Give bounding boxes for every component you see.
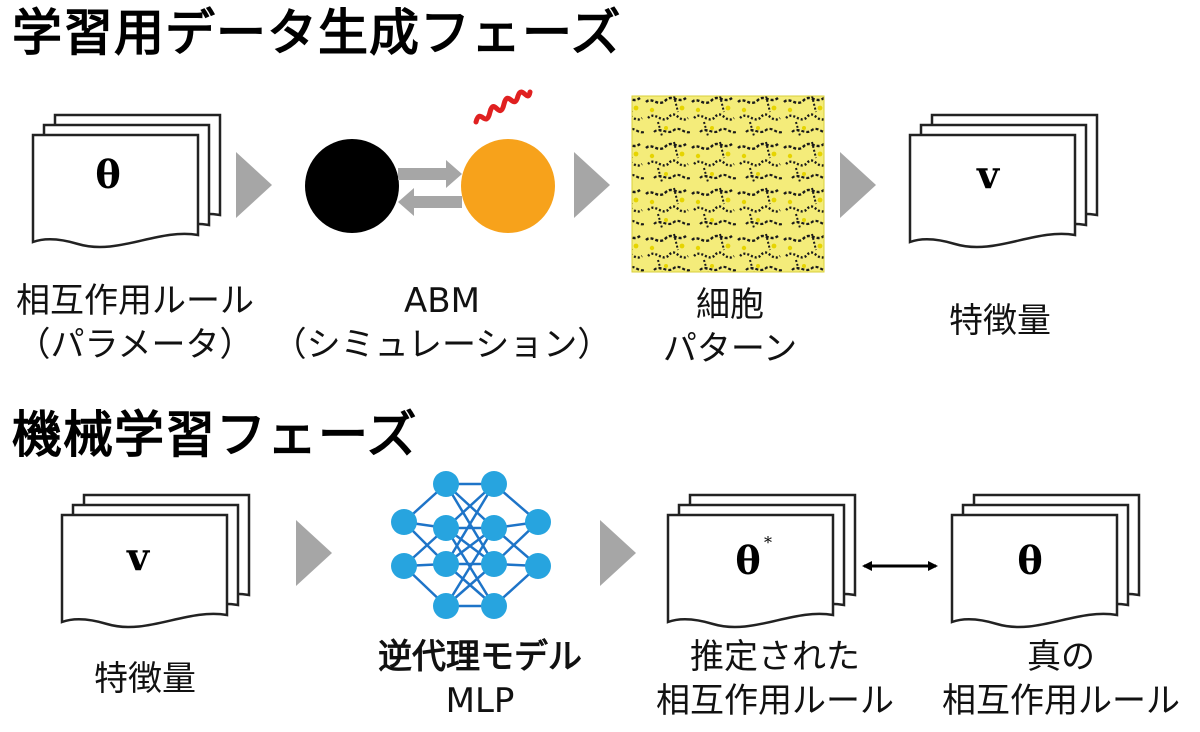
- theta-estimated-symbol: θ: [735, 538, 760, 583]
- estimated-parameter-document-stack: θ *: [666, 493, 857, 629]
- flow-arrow-icon: [236, 152, 272, 218]
- parameter-caption: 相互作用ルール （パラメータ）: [16, 281, 254, 365]
- flow-arrow-icon: [296, 520, 332, 586]
- superscript-star: *: [764, 533, 772, 552]
- abm-agents-icon: [305, 89, 555, 233]
- mlp-network-icon: [391, 471, 551, 619]
- estimated-rule-caption: 推定された 相互作用ルール: [656, 637, 894, 721]
- feature-input-document-stack: v: [60, 493, 251, 629]
- v-symbol: v: [126, 534, 151, 579]
- feature-caption: 特徴量: [949, 301, 1051, 341]
- parameter-document-stack: θ: [31, 113, 222, 249]
- true-parameter-document-stack: θ: [950, 493, 1141, 629]
- feature-document-stack: v: [908, 113, 1099, 249]
- abm-caption: ABM （シミュレーション）: [272, 281, 612, 365]
- theta-symbol: θ: [95, 152, 120, 197]
- mlp-caption: 逆代理モデル MLP: [378, 637, 582, 721]
- theta-true-symbol: θ: [1017, 538, 1042, 583]
- cell-pattern-caption: 細胞 パターン: [662, 285, 798, 369]
- cell-pattern-image: [631, 95, 825, 273]
- flow-arrow-icon: [840, 152, 876, 218]
- flow-arrow-icon: [574, 152, 610, 218]
- signal-wave-icon: [473, 89, 533, 125]
- feature-input-caption: 特徴量: [94, 659, 196, 699]
- generation-phase-heading: 学習用データ生成フェーズ: [12, 4, 622, 62]
- flow-arrow-icon: [600, 520, 636, 586]
- learning-phase-heading: 機械学習フェーズ: [12, 406, 418, 464]
- v-symbol: v: [976, 152, 1001, 197]
- true-rule-caption: 真の 相互作用ルール: [942, 637, 1180, 721]
